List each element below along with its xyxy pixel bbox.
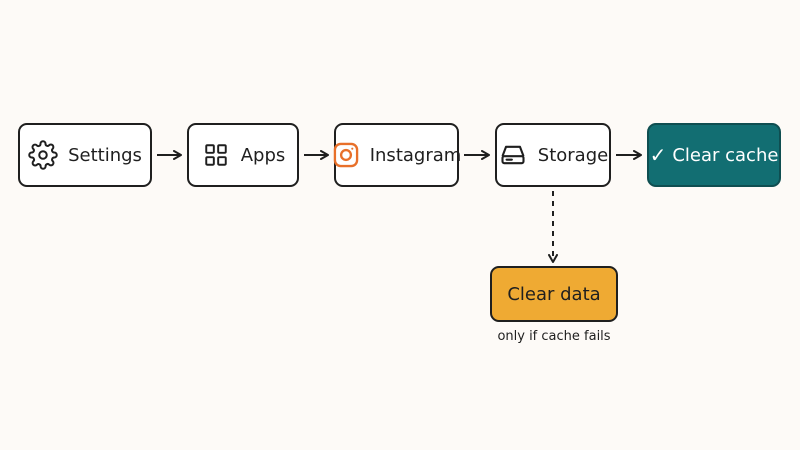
step-settings: Settings: [18, 123, 152, 187]
checkmark-icon: ✓: [649, 143, 667, 167]
grid-icon: [201, 140, 231, 170]
step-label: Storage: [537, 144, 609, 166]
step-storage: Storage: [495, 123, 611, 187]
fallback-label: Clear data: [507, 283, 601, 305]
step-instagram: Instagram: [332, 123, 462, 187]
gear-icon: [28, 140, 58, 170]
step-clear-cache: ✓ Clear cache: [647, 123, 781, 187]
step-label: Instagram: [369, 144, 462, 166]
storage-drive-icon: [498, 140, 528, 170]
step-label: Settings: [68, 144, 142, 166]
step-label: Clear cache: [672, 144, 779, 166]
fallback-clear-data: Clear data: [490, 266, 618, 322]
fallback-note: only if cache fails: [497, 329, 611, 344]
step-label: Apps: [240, 144, 286, 166]
instagram-icon: [332, 140, 360, 170]
step-apps: Apps: [187, 123, 299, 187]
